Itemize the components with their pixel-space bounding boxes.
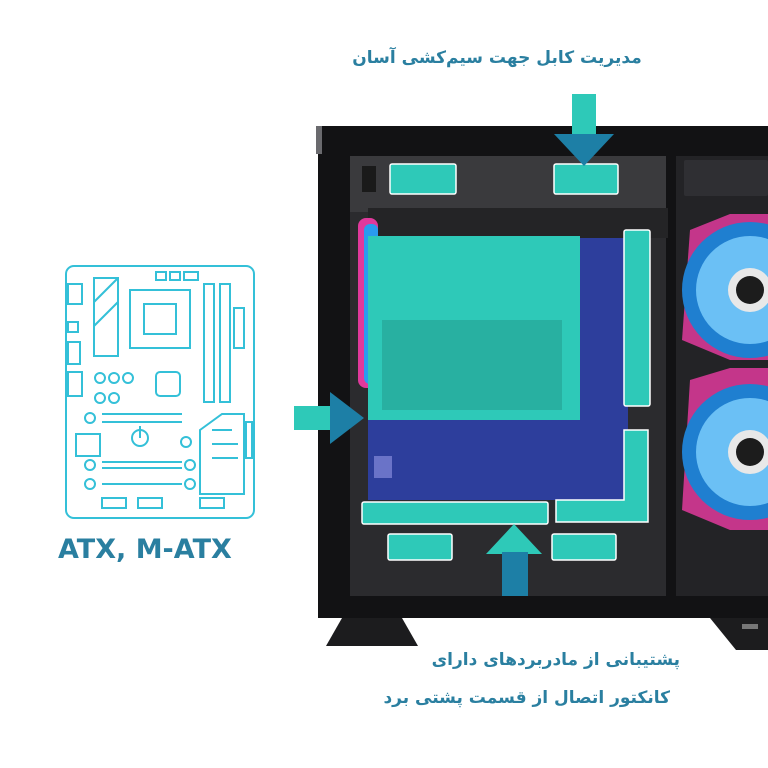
- chipset-icon: [155, 371, 181, 397]
- cable-grommet: [389, 163, 457, 195]
- form-factor-label: ATX, M-ATX: [58, 534, 232, 565]
- fan-icon: [682, 368, 768, 530]
- arrow-down-icon: [554, 94, 614, 166]
- ram-slot-icon: [219, 283, 231, 403]
- pcie-slot-icon: [84, 459, 196, 490]
- arrow-up-icon: [486, 524, 542, 596]
- cable-grommet: [387, 533, 453, 561]
- arrow-right-icon: [294, 392, 364, 444]
- rear-connector-caption-line1: پشتیبانی از مادربردهای دارای: [431, 650, 680, 670]
- pc-case-illustration: [294, 94, 768, 650]
- cpu-socket-icon: [129, 289, 191, 349]
- motherboard-icon: [65, 265, 255, 519]
- io-block-icon: [199, 413, 253, 495]
- ram-slot-icon: [203, 283, 215, 403]
- matx-board-area-lower: [368, 420, 628, 500]
- cable-management-caption: مدیریت کابل جهت سیم‌کشی آسان: [352, 48, 642, 68]
- fan-icon: [682, 214, 768, 360]
- cable-grommet: [553, 163, 619, 195]
- vrm-block-icon: [93, 277, 119, 357]
- cable-grommet: [623, 229, 651, 407]
- rear-connector-caption-line2: کانکتور اتصال از قسمت پشتی برد: [383, 688, 670, 708]
- cable-grommet: [551, 533, 617, 561]
- cable-grommet: [555, 429, 649, 523]
- cable-grommet: [361, 501, 549, 525]
